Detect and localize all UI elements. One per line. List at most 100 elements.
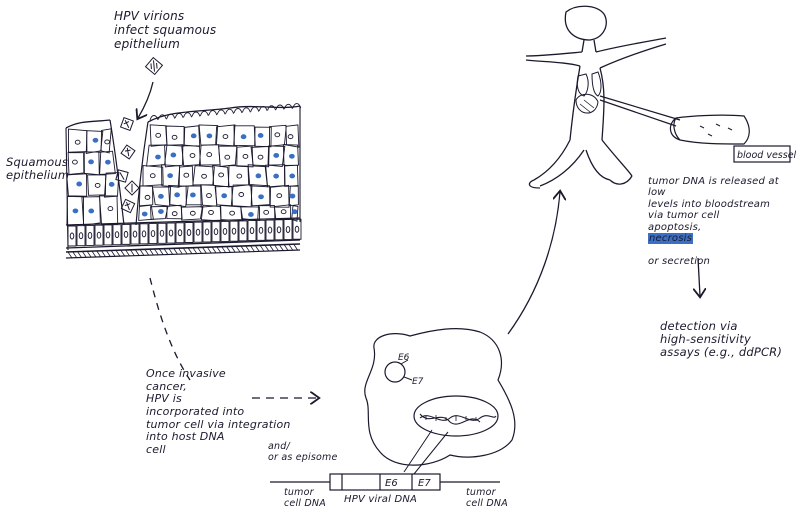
cell-nucleus: [276, 193, 283, 199]
cell-nucleus: [104, 139, 110, 145]
surface-keratin: [149, 103, 302, 121]
release-necrosis-text: necrosis: [648, 233, 694, 244]
epithelial-cell: [164, 144, 184, 168]
basal-cell: [166, 222, 176, 244]
hatch-line: [221, 246, 226, 253]
hatch-line: [250, 245, 255, 252]
cell-nucleus: [190, 133, 197, 139]
epithelial-cell: [168, 184, 189, 208]
basal-cell: [139, 223, 149, 245]
tumor-cell: [364, 327, 516, 475]
hatch-line: [274, 244, 279, 251]
epithelial-cell: [269, 184, 290, 208]
basal-nucleus: [267, 226, 273, 234]
integration-note: Once invasive cancer, HPV is incorporate…: [146, 367, 291, 456]
cell-nucleus: [92, 137, 99, 143]
basal-nucleus: [132, 230, 138, 238]
cell-nucleus: [238, 192, 245, 197]
integration-alt-note: and/ or as episome: [268, 441, 338, 463]
hatch-line: [178, 247, 183, 255]
basal-nucleus: [150, 230, 156, 238]
cell-nucleus: [248, 212, 254, 217]
epithelial-cell: [212, 164, 230, 188]
cell-nucleus: [206, 152, 213, 158]
basal-nucleus: [240, 227, 246, 235]
cell-nucleus: [105, 159, 111, 165]
hatch-line: [110, 250, 116, 257]
cell-nucleus: [273, 152, 280, 158]
hpv-virions-label: HPV virions infect squamous epithelium: [114, 9, 217, 51]
basal-cell: [67, 225, 77, 247]
hatch-line: [67, 251, 73, 259]
cell-nucleus: [289, 153, 295, 159]
epithelial-cell: [230, 184, 253, 208]
cell-nucleus: [171, 211, 178, 217]
blood-vessel-label: blood vessel: [737, 150, 797, 161]
hatch-line: [139, 249, 145, 256]
hatch-line: [130, 249, 135, 257]
epithelial-cell: [218, 145, 238, 167]
basal-cell: [76, 225, 86, 247]
cell-nucleus: [274, 132, 281, 138]
basal-cells: [67, 218, 302, 247]
basal-cell: [256, 219, 266, 241]
hatch-line: [216, 246, 222, 253]
cell-nucleus: [88, 208, 95, 214]
hatch-line: [264, 244, 270, 252]
hatch-line: [168, 248, 174, 255]
tumor-dna-right-label: tumor cell DNA: [466, 487, 508, 509]
epithelial-cell: [181, 206, 203, 221]
release-end-text: or secretion: [648, 256, 711, 267]
human-figure: [525, 5, 667, 189]
cell-nucleus: [201, 173, 207, 179]
epithelial-cell: [181, 145, 201, 167]
tumor-dna-left-label: tumor cell DNA: [284, 487, 326, 509]
cell-nucleus: [224, 154, 231, 160]
cell-nucleus: [171, 134, 178, 140]
basal-cell: [193, 221, 203, 243]
hatch-line: [158, 248, 164, 255]
hatch-line: [259, 244, 265, 252]
cell-nucleus: [149, 173, 156, 179]
cell-nucleus: [94, 182, 101, 188]
cell-nucleus: [257, 133, 264, 138]
basal-cell: [130, 223, 140, 245]
basal-nucleus: [204, 228, 210, 236]
hatch-line: [134, 249, 140, 256]
hatch-line: [230, 245, 236, 253]
basal-cell: [220, 220, 230, 242]
hatch-line: [163, 248, 169, 255]
basal-nucleus: [78, 232, 84, 240]
basal-nucleus: [114, 231, 120, 239]
hatch-line: [182, 247, 188, 255]
cell-nucleus: [189, 210, 196, 216]
epithelial-cell: [267, 145, 286, 168]
hatch-line: [86, 251, 92, 258]
cell-nucleus: [280, 209, 287, 215]
cell-nucleus: [289, 173, 296, 179]
epithelial-cell: [257, 205, 276, 220]
squamous-epithelium-label: Squamous epithelium: [6, 155, 70, 183]
basal-cell: [148, 223, 158, 245]
cell-nucleus: [76, 181, 83, 187]
epithelial-cell: [98, 150, 116, 175]
dna-e6-label: E6: [385, 478, 398, 489]
cell-nucleus: [221, 193, 228, 199]
hatch-line: [288, 243, 294, 251]
epithelial-cell: [150, 206, 169, 220]
hatch-line: [245, 245, 250, 252]
hatch-line: [269, 244, 274, 252]
basal-cell: [229, 220, 239, 242]
hatch-line: [77, 251, 82, 258]
hatch-line: [91, 250, 97, 258]
hatch-line: [283, 244, 289, 251]
basal-cell: [121, 223, 131, 245]
basal-nucleus: [195, 228, 201, 236]
hatch-line: [202, 247, 207, 254]
epithelial-cell: [273, 204, 292, 220]
cell-nucleus: [88, 159, 94, 165]
basal-cell: [184, 222, 194, 243]
cell-nucleus: [190, 192, 196, 198]
cell-nucleus: [242, 153, 249, 159]
